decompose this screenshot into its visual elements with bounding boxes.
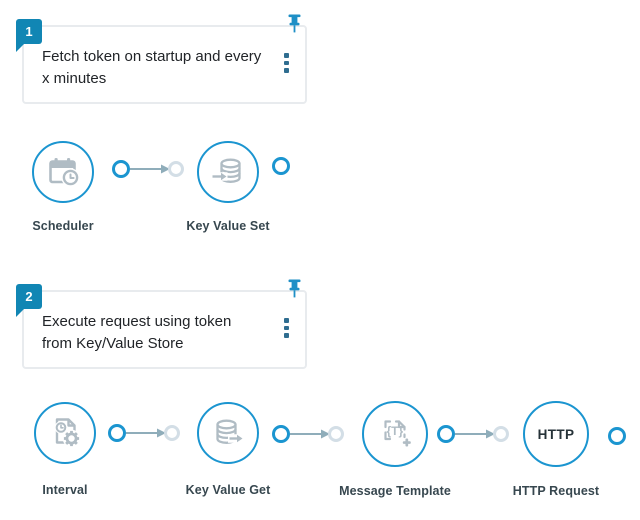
connector-arrow[interactable] [455, 428, 495, 440]
note-2-text-line-1: Execute request using token [42, 313, 232, 330]
note-2-text-line-2: from Key/Value Store [42, 335, 184, 352]
node-label-message-template: Message Template [339, 484, 451, 498]
calendar-clock-icon [49, 158, 80, 187]
connector-arrow[interactable] [130, 163, 170, 175]
pin-icon[interactable] [287, 14, 302, 33]
note-1-menu-kebab-icon[interactable] [282, 51, 291, 75]
input-port[interactable] [164, 425, 180, 441]
node-label-key-value-get: Key Value Get [185, 483, 271, 497]
http-text-glyph: HTTP [537, 426, 575, 442]
node-message-template[interactable]: {T} [362, 401, 428, 467]
output-port[interactable] [272, 157, 290, 175]
note-2-text: Execute request using token from Key/Val… [42, 311, 286, 355]
note-2[interactable]: 2 Execute request using token from Key/V… [16, 279, 307, 369]
input-port[interactable] [328, 426, 344, 442]
node-label-key-value-set: Key Value Set [186, 219, 270, 233]
node-label-http-request: HTTP Request [512, 484, 600, 498]
note-2-badge-tail [16, 309, 24, 317]
note-1[interactable]: 1 Fetch token on startup and every x min… [16, 14, 307, 104]
pin-icon[interactable] [287, 279, 302, 298]
input-port[interactable] [168, 161, 184, 177]
note-1-text-line-1: Fetch token on startup and every [42, 48, 262, 65]
node-label-interval: Interval [42, 483, 88, 497]
note-2-menu-kebab-icon[interactable] [282, 316, 291, 340]
connector-arrow[interactable] [290, 428, 330, 440]
note-1-text: Fetch token on startup and every x minut… [42, 46, 286, 90]
note-1-number-badge: 1 [16, 19, 42, 44]
node-http-request[interactable]: HTTP [523, 401, 589, 467]
output-port[interactable] [108, 424, 126, 442]
note-2-number-badge: 2 [16, 284, 42, 309]
note-1-text-line-2: x minutes [42, 70, 107, 87]
node-label-scheduler: Scheduler [32, 219, 94, 233]
connector-arrow[interactable] [126, 427, 166, 439]
database-arrow-out-icon [216, 419, 245, 444]
node-interval[interactable] [34, 402, 96, 464]
output-port[interactable] [437, 425, 455, 443]
output-port[interactable] [608, 427, 626, 445]
output-port[interactable] [112, 160, 130, 178]
database-arrow-in-icon [211, 158, 241, 183]
node-key-value-set[interactable] [197, 141, 259, 203]
node-scheduler[interactable] [32, 141, 94, 203]
node-key-value-get[interactable] [197, 402, 259, 464]
template-T-glyph: {T} [386, 424, 403, 438]
output-port[interactable] [272, 425, 290, 443]
note-1-badge-tail [16, 44, 24, 52]
braces-T-plus-icon: {T} [384, 420, 411, 447]
document-clock-gear-icon [54, 418, 81, 448]
input-port[interactable] [493, 426, 509, 442]
